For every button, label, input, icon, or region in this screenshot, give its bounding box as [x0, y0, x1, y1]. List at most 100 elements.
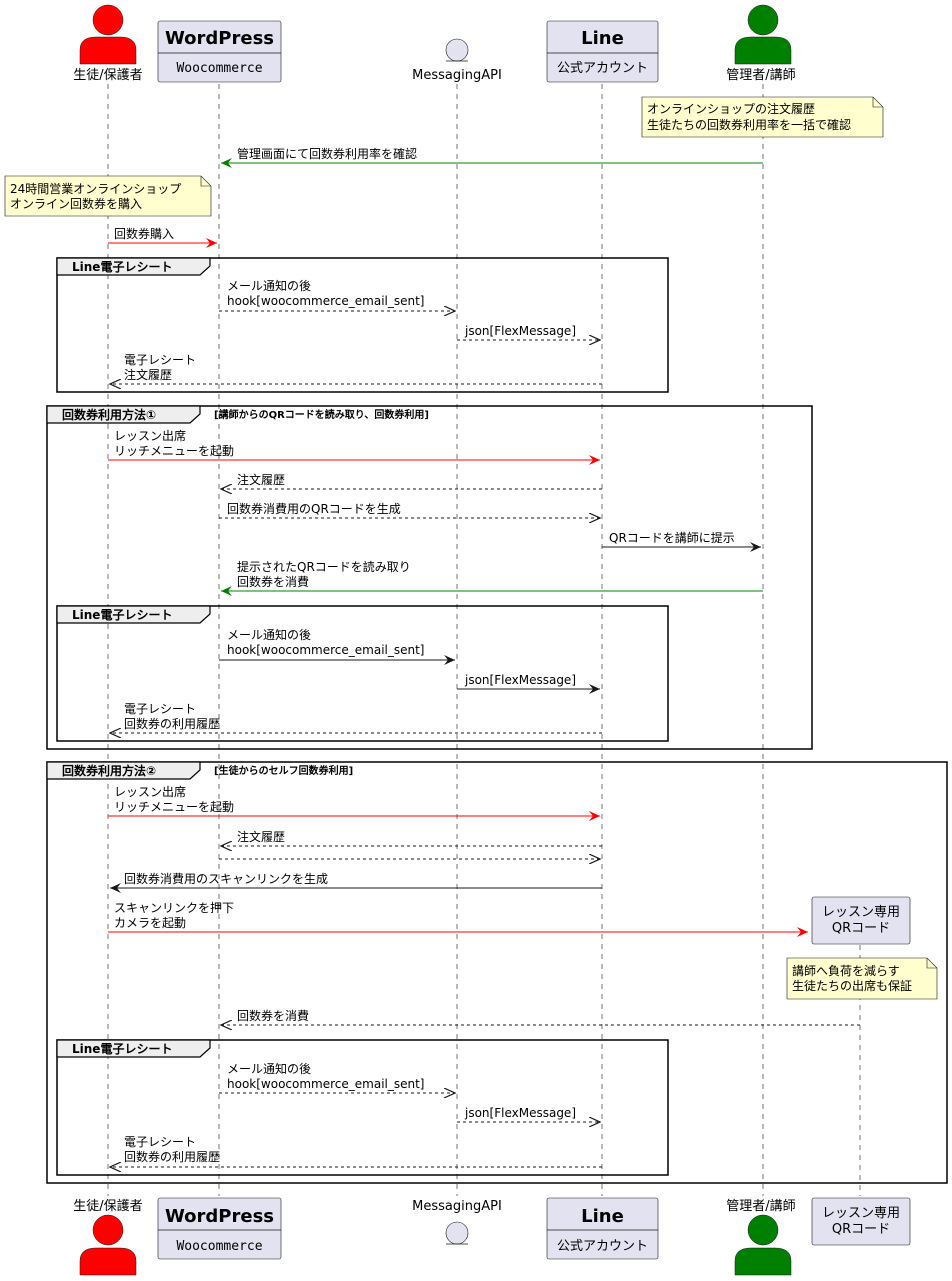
message-check-usage: 管理画面にて回数券利用率を確認	[221, 146, 763, 168]
messaging-label: MessagingAPI	[412, 68, 502, 83]
person-icon	[79, 4, 137, 65]
participant-admin-bottom: 管理者/講師	[726, 1198, 796, 1276]
wordpress-subtitle: Woocommerce	[176, 61, 262, 76]
entity-circle-icon	[445, 1221, 469, 1245]
message-label: 回数券購入	[114, 226, 174, 241]
lifelines	[107, 84, 861, 1196]
message-label-line1: 電子レシート	[124, 353, 196, 367]
participant-wordpress-top: WordPress Woocommerce	[157, 20, 282, 83]
message-label-line1: レッスン出席	[114, 428, 186, 443]
qr-label-line1: レッスン専用	[822, 1206, 900, 1221]
participant-qr-created: レッスン専用 QRコード	[811, 896, 911, 945]
message-label-line1: メール通知の後	[227, 628, 311, 642]
message-present-qr: QRコードを講師に提示	[602, 530, 761, 552]
frame-guard: [講師からのQRコードを読み取り、回数券利用]	[214, 408, 429, 421]
note-qr-line2: 生徒たちの出席も保証	[792, 978, 912, 993]
note-admin: オンラインショップの注文履歴 生徒たちの回数券利用率を一括で確認	[641, 96, 884, 138]
student-label: 生徒/保護者	[73, 67, 142, 83]
message-label: json[FlexMessage]	[464, 1106, 576, 1120]
admin-label: 管理者/講師	[726, 67, 795, 83]
message-receipt-2: 電子レシート 回数券の利用履歴	[110, 702, 602, 733]
message-order-history-2: 注文履歴	[221, 829, 602, 846]
message-generate-qr: 回数券消費用のQRコードを生成	[219, 501, 600, 518]
message-label: 注文履歴	[237, 829, 285, 844]
message-label: QRコードを講師に提示	[609, 530, 735, 545]
note-qr-line1: 講師へ負荷を減らす	[792, 963, 900, 978]
message-consume-ticket: 回数券を消費	[221, 1008, 860, 1025]
message-label: json[FlexMessage]	[464, 324, 576, 338]
message-label-line1: レッスン出席	[114, 784, 186, 799]
message-attend-1: レッスン出席 リッチメニューを起動	[108, 428, 600, 465]
participant-wordpress-bottom: WordPress Woocommerce	[157, 1197, 282, 1260]
qr-label-line1: レッスン専用	[822, 905, 900, 920]
message-label: 回数券を消費	[237, 1008, 309, 1023]
frame-receipt-1: Line電子レシート	[56, 257, 669, 393]
message-label-line1: メール通知の後	[227, 279, 311, 293]
line-title: Line	[581, 28, 624, 49]
participant-student-bottom: 生徒/保護者	[73, 1198, 143, 1276]
message-label-line2: リッチメニューを起動	[114, 444, 234, 458]
message-order-history-1: 注文履歴	[221, 472, 602, 489]
message-label: 回数券消費用のQRコードを生成	[227, 501, 401, 516]
message-receipt-3: 電子レシート 回数券の利用履歴	[110, 1135, 602, 1167]
message-email-hook-1: メール通知の後 hook[woocommerce_email_sent]	[219, 279, 455, 311]
participant-messaging-bottom: MessagingAPI	[412, 1199, 502, 1245]
participant-admin-top: 管理者/講師	[726, 4, 796, 83]
entity-circle-icon	[445, 38, 469, 62]
message-label-line1: スキャンリンクを押下	[114, 901, 234, 915]
frame-receipt-2: Line電子レシート	[56, 605, 669, 742]
student-label: 生徒/保護者	[73, 1198, 142, 1214]
wordpress-subtitle: Woocommerce	[176, 1239, 262, 1254]
message-label: 注文履歴	[237, 472, 285, 487]
message-label-line1: 電子レシート	[124, 702, 196, 716]
message-attend-2: レッスン出席 リッチメニューを起動	[108, 784, 600, 821]
message-label-line2: hook[woocommerce_email_sent]	[227, 1077, 425, 1091]
message-label-line1: 提示されたQRコードを読み取り	[237, 559, 411, 574]
message-label: 管理画面にて回数券利用率を確認	[237, 146, 417, 161]
person-icon	[734, 4, 792, 65]
message-label-line2: hook[woocommerce_email_sent]	[227, 294, 425, 308]
message-label: 回数券消費用のスキャンリンクを生成	[124, 871, 328, 886]
participant-qr-bottom: レッスン専用 QRコード	[811, 1197, 911, 1246]
participant-messaging-top: MessagingAPI	[412, 38, 502, 83]
message-label-line1: 電子レシート	[124, 1135, 196, 1149]
message-press-scan-link: スキャンリンクを押下 カメラを起動	[108, 901, 808, 937]
person-icon	[734, 1214, 792, 1276]
note-shop: 24時間営業オンラインショップ オンライン回数券を購入	[4, 175, 212, 217]
participant-line-top: Line 公式アカウント	[546, 20, 659, 83]
message-flex-3: json[FlexMessage]	[457, 1106, 600, 1122]
qr-label-line2: QRコード	[832, 921, 890, 936]
message-label-line2: リッチメニューを起動	[114, 800, 234, 814]
note-admin-line1: オンラインショップの注文履歴	[647, 101, 815, 116]
frame-title: Line電子レシート	[72, 608, 172, 622]
message-label-line2: 回数券の利用履歴	[124, 716, 220, 731]
frame-guard: [生徒からのセルフ回数券利用]	[214, 764, 353, 777]
frame-receipt-3: Line電子レシート	[56, 1039, 669, 1176]
qr-label-line2: QRコード	[832, 1222, 890, 1237]
message-scan-qr: 提示されたQRコードを読み取り 回数券を消費	[221, 559, 763, 596]
messaging-label: MessagingAPI	[412, 1199, 502, 1214]
frame-title: Line電子レシート	[72, 1042, 172, 1056]
line-subtitle: 公式アカウント	[557, 61, 648, 76]
person-icon	[79, 1214, 137, 1276]
message-flex-1: json[FlexMessage]	[457, 324, 600, 340]
participant-student-top: 生徒/保護者	[73, 4, 143, 83]
wordpress-title: WordPress	[165, 28, 274, 49]
frame-usage-1: 回数券利用方法① [講師からのQRコードを読み取り、回数券利用]	[46, 405, 813, 750]
line-subtitle: 公式アカウント	[557, 1239, 648, 1254]
message-receipt-1: 電子レシート 注文履歴	[110, 353, 602, 384]
message-flex-2: json[FlexMessage]	[457, 673, 600, 694]
note-shop-line1: 24時間営業オンラインショップ	[10, 182, 181, 196]
wordpress-title: WordPress	[165, 1206, 274, 1227]
note-qr: 講師へ負荷を減らす 生徒たちの出席も保証	[786, 957, 938, 1000]
message-generate-scan-link: 回数券消費用のスキャンリンクを生成	[110, 871, 602, 893]
line-title: Line	[581, 1206, 624, 1227]
message-label: json[FlexMessage]	[464, 673, 576, 687]
message-label-line2: 回数券を消費	[237, 574, 309, 589]
note-admin-line2: 生徒たちの回数券利用率を一括で確認	[647, 117, 851, 132]
message-label-line2: 注文履歴	[124, 367, 172, 382]
frame-title: Line電子レシート	[72, 260, 172, 274]
message-label-line1: メール通知の後	[227, 1062, 311, 1076]
message-purchase: 回数券購入	[108, 226, 217, 248]
